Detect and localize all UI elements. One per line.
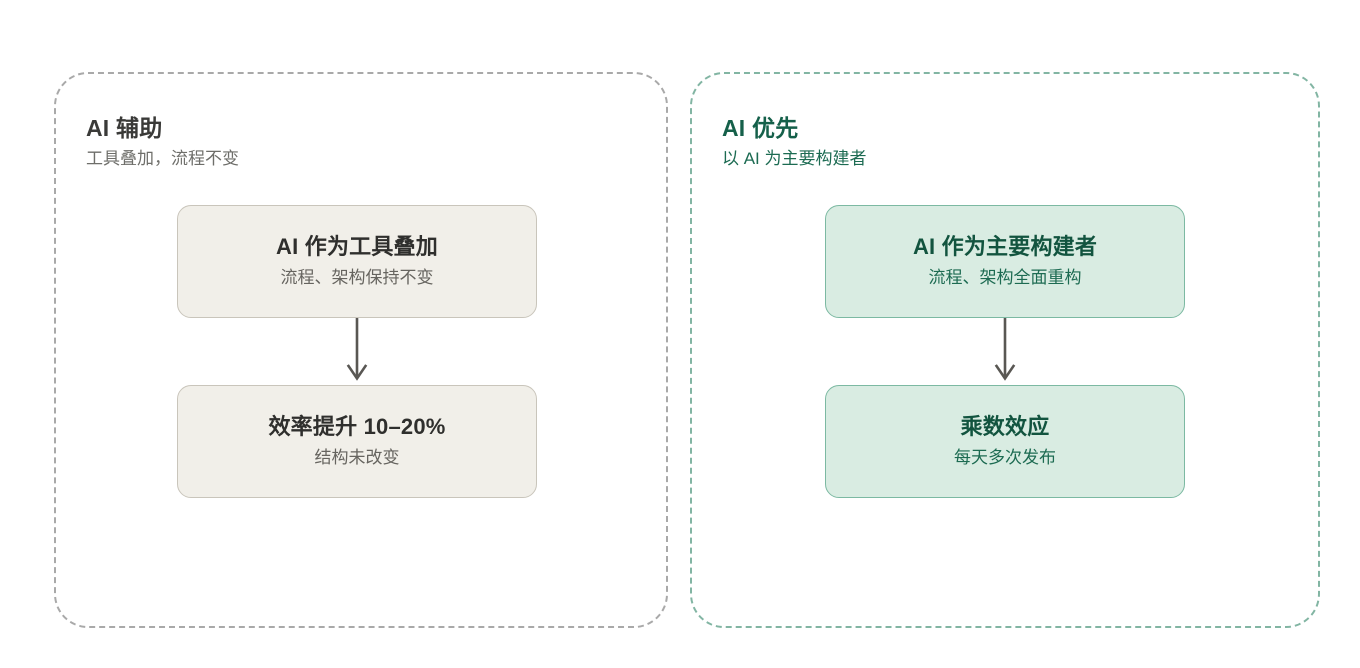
node-tool-layer: AI 作为工具叠加 流程、架构保持不变 <box>177 205 537 318</box>
panel-ai-first: AI 优先 以 AI 为主要构建者 AI 作为主要构建者 流程、架构全面重构 乘… <box>690 72 1320 628</box>
node-subtitle-primary-builder: 流程、架构全面重构 <box>928 268 1082 288</box>
arrow-down-icon <box>345 318 369 386</box>
node-efficiency-gain: 效率提升 10–20% 结构未改变 <box>177 385 537 498</box>
node-title-primary-builder: AI 作为主要构建者 <box>912 233 1098 259</box>
panel-ai-assisted: AI 辅助 工具叠加，流程不变 AI 作为工具叠加 流程、架构保持不变 效率提升… <box>54 72 668 628</box>
node-title-multiplier-effect: 乘数效应 <box>960 413 1050 439</box>
node-subtitle-tool-layer: 流程、架构保持不变 <box>280 268 434 288</box>
panel-subtitle-ai-first: 以 AI 为主要构建者 <box>722 148 867 168</box>
node-subtitle-multiplier-effect: 每天多次发布 <box>954 448 1056 468</box>
node-title-efficiency-gain: 效率提升 10–20% <box>268 413 446 439</box>
node-multiplier-effect: 乘数效应 每天多次发布 <box>825 385 1185 498</box>
node-title-tool-layer: AI 作为工具叠加 <box>276 233 438 259</box>
panel-title-ai-first: AI 优先 <box>722 115 799 141</box>
panel-header-ai-first: AI 优先 以 AI 为主要构建者 <box>722 114 867 171</box>
panel-title-ai-assisted: AI 辅助 <box>86 115 163 141</box>
node-subtitle-efficiency-gain: 结构未改变 <box>314 448 400 468</box>
node-primary-builder: AI 作为主要构建者 流程、架构全面重构 <box>825 205 1185 318</box>
panel-header-ai-assisted: AI 辅助 工具叠加，流程不变 <box>86 114 239 171</box>
panel-subtitle-ai-assisted: 工具叠加，流程不变 <box>86 148 239 168</box>
arrow-down-icon <box>993 318 1017 386</box>
